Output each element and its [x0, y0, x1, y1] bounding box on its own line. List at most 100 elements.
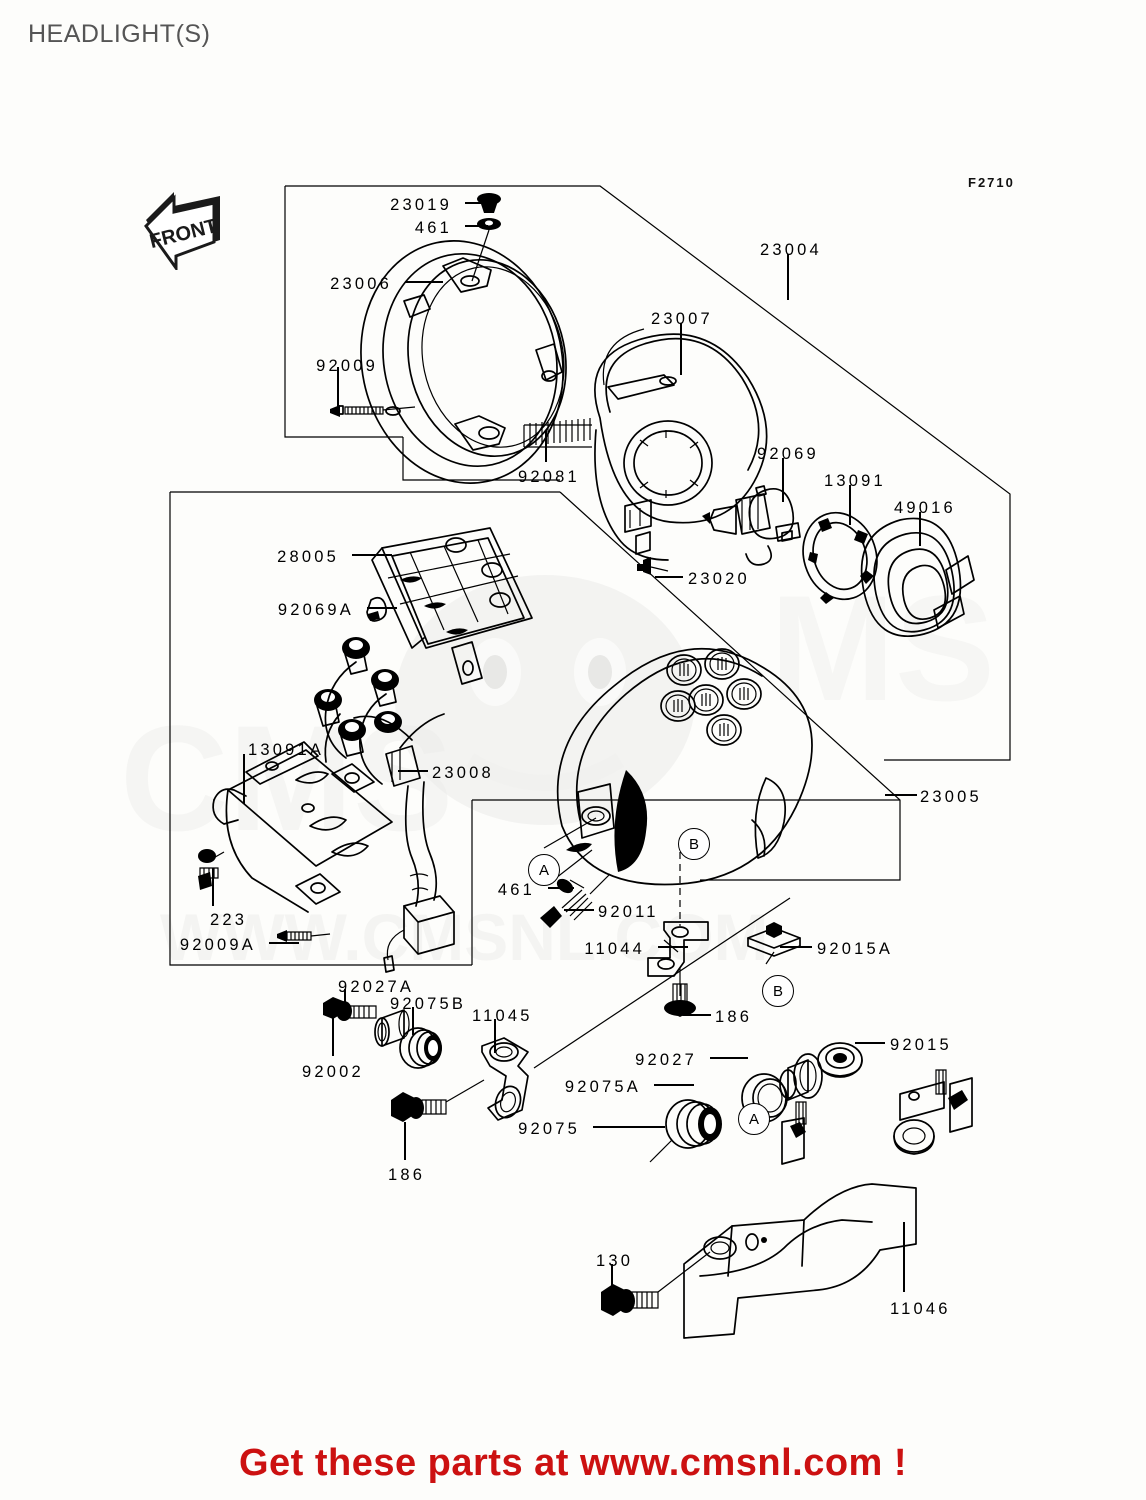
leader-line: [352, 554, 392, 556]
part-number-label: 186: [388, 1166, 426, 1184]
leader-line: [332, 1018, 334, 1056]
wiring-harness-23008: [314, 637, 455, 973]
leader-line: [548, 887, 574, 889]
bracket-13091A: [212, 741, 393, 913]
bracket-11044: [647, 921, 709, 977]
leader-line: [782, 458, 784, 502]
part-number-label: 186: [715, 1008, 753, 1026]
part-number-label: 23019: [390, 196, 452, 214]
part-number-label: 92002: [302, 1063, 364, 1081]
screw-92009A: [277, 930, 331, 942]
reference-code: F2710: [968, 175, 1015, 190]
leader-line: [654, 1084, 694, 1086]
leader-line: [593, 1126, 665, 1128]
leader-line: [903, 1222, 905, 1292]
leader-line: [680, 323, 682, 375]
leader-line: [337, 367, 339, 407]
part-number-label: 92069A: [277, 601, 354, 619]
leader-line: [710, 1057, 748, 1059]
nut-92015A: [747, 922, 801, 957]
leader-line: [658, 946, 688, 948]
meter-panel-28005: [371, 527, 533, 685]
part-number-label: 92011: [598, 903, 659, 921]
callout-bubble-a: A: [528, 854, 560, 886]
leader-line: [243, 754, 245, 804]
svg-text:CMS: CMS: [120, 694, 453, 862]
part-number-label: 23005: [920, 788, 982, 806]
part-number-label: 11045: [472, 1007, 533, 1025]
damper-92075B: [399, 1027, 442, 1069]
leader-line: [344, 989, 346, 1017]
leader-line: [404, 1122, 406, 1160]
leader-line: [494, 1019, 496, 1053]
bolt-92002: [323, 997, 377, 1021]
leader-line: [405, 281, 443, 283]
part-number-label: 23008: [432, 764, 494, 782]
part-number-label: 92081: [518, 468, 580, 486]
callout-bubble-a: A: [738, 1103, 770, 1135]
part-number-label: 23007: [651, 310, 713, 328]
bolt-186-left: [391, 1079, 485, 1122]
leader-line: [269, 942, 299, 944]
part-number-label: 92015A: [817, 940, 894, 958]
leader-line: [655, 576, 683, 578]
part-number-label: 13091: [824, 472, 886, 490]
part-number-label: 28005: [277, 548, 339, 566]
leader-line: [611, 1264, 613, 1296]
part-number-label: 13091A: [248, 741, 325, 759]
spring-92081: [523, 418, 592, 448]
front-direction-indicator: FRONT: [138, 188, 230, 273]
part-number-label: 23020: [688, 570, 750, 588]
clip-23020: [637, 557, 669, 575]
part-number-label: 92009: [316, 357, 378, 375]
part-number-label: 223: [210, 911, 248, 929]
leader-line: [465, 225, 488, 227]
part-number-label: 49016: [894, 499, 956, 517]
part-number-label: 23004: [760, 241, 822, 259]
leader-line: [919, 512, 921, 546]
part-number-label: 23006: [330, 275, 392, 293]
part-number-label: 11044: [584, 940, 645, 958]
leader-line: [849, 485, 851, 525]
leader-line: [780, 946, 812, 948]
page-title: HEADLIGHT(S): [28, 20, 211, 48]
part-number-label: 92075A: [564, 1078, 641, 1096]
collar-92027: [779, 1053, 823, 1101]
leader-line: [465, 202, 488, 204]
bracket-11046: [683, 1069, 973, 1339]
part-number-label: 92009A: [179, 936, 256, 954]
part-number-label: 461: [414, 219, 452, 237]
part-number-label: 92015: [890, 1036, 952, 1054]
part-number-label: 92027: [635, 1051, 697, 1069]
part-number-label: 11046: [890, 1300, 951, 1318]
callout-bubble-b: B: [678, 828, 710, 860]
svg-text:MS: MS: [770, 564, 995, 732]
leader-line: [545, 430, 547, 462]
leader-line: [855, 1042, 885, 1044]
part-number-label: 92069: [757, 445, 819, 463]
leader-line: [787, 254, 789, 300]
nut-92015: [817, 1042, 863, 1078]
part-number-label: 92075: [518, 1120, 580, 1138]
part-number-label: 92075B: [390, 995, 467, 1013]
leader-line: [398, 770, 428, 772]
bolt-186-center: [664, 983, 696, 1017]
dust-cover-49016: [860, 517, 975, 638]
panel-outlines: [169, 185, 1011, 966]
washer-461: [477, 218, 501, 230]
washer-461-lower: [556, 878, 585, 894]
part-number-label: 92027A: [338, 978, 415, 996]
collar-92027A: [374, 1009, 410, 1047]
bracket-11045: [481, 1037, 529, 1121]
damper-92075: [649, 1099, 722, 1163]
callout-bubble-b: B: [762, 975, 794, 1007]
leader-line: [212, 868, 214, 906]
leader-line: [367, 607, 397, 609]
leader-line: [564, 909, 594, 911]
part-number-label: 461: [497, 881, 535, 899]
part-number-label: 130: [596, 1252, 634, 1270]
leader-line: [683, 1014, 711, 1016]
bulb-92069A: [366, 596, 387, 622]
watermark: CMS WWW.CMSNL.COM MS: [120, 564, 995, 974]
